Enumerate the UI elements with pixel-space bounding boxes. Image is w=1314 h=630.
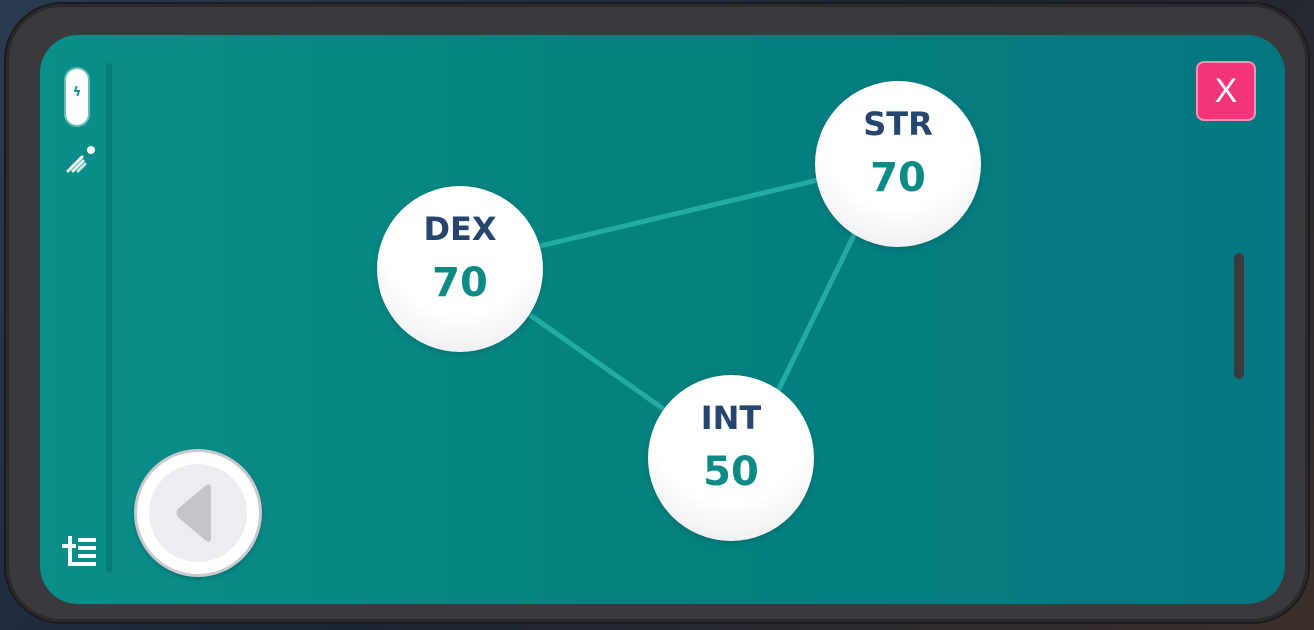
- game-screen: ϟ: [40, 35, 1285, 604]
- back-arrow-icon: [176, 484, 211, 542]
- stat-label-dex: DEX: [423, 210, 497, 248]
- stat-links: [528, 177, 858, 413]
- tools-icon[interactable]: [60, 532, 98, 572]
- stat-node-int[interactable]: INT 50: [648, 375, 814, 541]
- phone-frame: ϟ: [6, 4, 1308, 622]
- left-rail: [106, 63, 112, 573]
- scroll-handle[interactable]: [1234, 253, 1244, 379]
- back-button-face: [149, 464, 247, 562]
- bolt-icon: ϟ: [72, 85, 82, 100]
- stat-node-str[interactable]: STR 70: [815, 81, 981, 247]
- link-str-int: [775, 231, 858, 393]
- stat-value-str: 70: [870, 155, 926, 201]
- link-dex-int: [528, 312, 667, 413]
- back-button[interactable]: [134, 449, 262, 577]
- signal-icon: [66, 146, 95, 173]
- stat-value-dex: 70: [432, 260, 488, 306]
- battery-icon: ϟ: [66, 69, 88, 125]
- link-dex-str: [539, 177, 819, 249]
- close-button[interactable]: X: [1196, 61, 1256, 121]
- stat-node-dex[interactable]: DEX 70: [377, 186, 543, 352]
- stat-label-int: INT: [700, 399, 762, 437]
- stat-value-int: 50: [703, 449, 759, 495]
- stat-label-str: STR: [863, 105, 933, 143]
